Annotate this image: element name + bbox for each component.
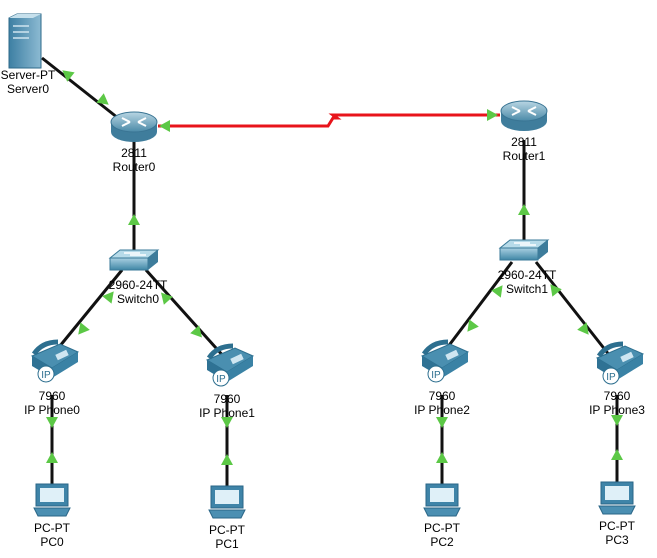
switch1-label: 2960-24TT Switch1 (498, 268, 557, 296)
server0-model: Server-PT (0, 68, 56, 82)
router0-label: 2811 Router0 (113, 146, 156, 174)
link-switch0-phone1[interactable] (144, 268, 227, 360)
pc-icon[interactable] (208, 485, 246, 519)
pc0-model: PC-PT (34, 521, 70, 535)
ip-phone-icon[interactable]: IP (420, 339, 470, 383)
pc3-model: PC-PT (599, 519, 635, 533)
switch0-label: 2960-24TT Switch0 (109, 278, 168, 306)
links (41, 56, 619, 488)
router1-label: 2811 Router1 (503, 135, 546, 163)
ip-badge-text: IP (431, 370, 441, 381)
link-up-marker (221, 454, 233, 465)
switch-icon[interactable] (498, 239, 550, 261)
router-icon[interactable] (110, 111, 158, 142)
ip-phone-icon[interactable]: IP (205, 343, 255, 387)
link-switch0-phone0[interactable] (53, 269, 124, 353)
pc3-name: PC3 (605, 533, 629, 547)
pc1-label: PC-PT PC1 (209, 523, 245, 551)
phone3-label: 7960 IP Phone3 (589, 389, 645, 417)
ip-phone-icon[interactable]: IP (595, 341, 645, 385)
ip-badge-text: IP (41, 370, 51, 381)
router0-name: Router0 (112, 160, 156, 174)
phone1-model: 7960 (213, 392, 241, 406)
router1-model: 2811 (511, 135, 537, 149)
pc0-label: PC-PT PC0 (34, 521, 70, 549)
ip-badge-text: IP (606, 372, 616, 383)
link-up-marker (518, 204, 530, 215)
link-up-marker (436, 452, 448, 463)
phone0-model: 7960 (38, 389, 66, 403)
server0-name: Server0 (6, 82, 50, 96)
ip-badge-text: IP (216, 374, 226, 385)
link-up-marker (46, 417, 58, 428)
server0-label: Server-PT Server0 (1, 68, 56, 96)
pc1-model: PC-PT (209, 523, 245, 537)
link-up-marker (436, 417, 448, 428)
router1-name: Router1 (502, 149, 546, 163)
switch0-model: 2960-24TT (108, 278, 168, 292)
link-up-marker (159, 120, 170, 132)
phone3-model: 7960 (603, 389, 631, 403)
pc-icon[interactable] (423, 483, 461, 517)
pc3-label: PC-PT PC3 (599, 519, 635, 547)
link-switch1-phone3[interactable] (534, 261, 612, 357)
ip-phone-icon[interactable]: IP (30, 339, 80, 383)
pc2-label: PC-PT PC2 (424, 521, 460, 549)
link-router0-router1-serial[interactable] (158, 113, 500, 128)
switch1-name: Switch1 (505, 282, 549, 296)
server-icon[interactable] (8, 13, 42, 69)
link-up-marker (46, 452, 58, 463)
pc2-model: PC-PT (424, 521, 460, 535)
phone2-model: 7960 (428, 389, 456, 403)
pc-icon[interactable] (598, 481, 636, 515)
pc0-name: PC0 (40, 535, 64, 549)
phone2-label: 7960 IP Phone2 (414, 389, 470, 417)
pc2-name: PC2 (430, 535, 454, 549)
switch0-name: Switch0 (116, 292, 160, 306)
router-icon[interactable] (500, 100, 548, 131)
link-switch1-phone2[interactable] (442, 261, 514, 353)
link-up-marker (611, 449, 623, 460)
phone0-name: IP Phone0 (24, 403, 80, 417)
link-up-marker (128, 214, 140, 225)
router0-model: 2811 (121, 146, 147, 160)
phone3-name: IP Phone3 (589, 403, 645, 417)
link-server0-router0[interactable] (41, 56, 119, 120)
link-up-marker (487, 109, 498, 121)
phone2-name: IP Phone2 (414, 403, 470, 417)
phone1-label: 7960 IP Phone1 (199, 392, 255, 420)
phone1-name: IP Phone1 (199, 406, 255, 420)
phone0-label: 7960 IP Phone0 (24, 389, 80, 417)
switch-icon[interactable] (108, 249, 160, 271)
switch1-model: 2960-24TT (497, 268, 557, 282)
pc1-name: PC1 (215, 537, 239, 551)
pc-icon[interactable] (33, 483, 71, 517)
